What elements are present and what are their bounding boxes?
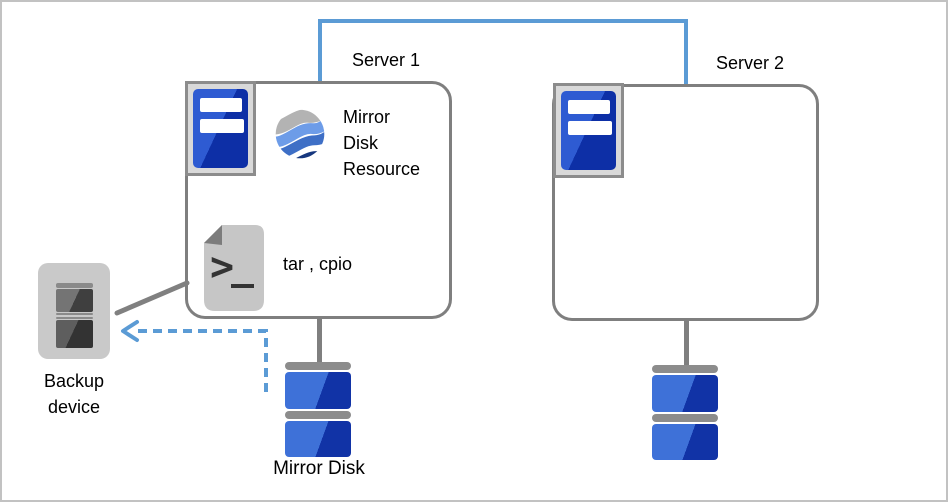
- interconnect-line-horizontal: [318, 19, 688, 23]
- interconnect-line-left: [318, 19, 322, 81]
- mirror-disk-stack-icon: [285, 362, 351, 457]
- backup-connector-line: [114, 280, 190, 316]
- mirror-disk-resource-label: Mirror Disk Resource: [343, 107, 421, 179]
- backup-device-label: Backup device: [43, 371, 105, 417]
- backup-device-icon: [38, 263, 110, 359]
- interconnect-line-right: [684, 19, 688, 85]
- server1-label: Server 1: [351, 50, 421, 70]
- server2-label: Server 2: [715, 53, 785, 73]
- server-tower-body: [561, 91, 616, 170]
- restore-dashed-arrow: [121, 320, 268, 392]
- command-label: tar , cpio: [283, 254, 353, 274]
- server-tower-icon: [185, 81, 256, 176]
- mirror-disk-label: Mirror Disk: [273, 458, 365, 479]
- server-tower-body: [193, 89, 248, 168]
- server-tower-icon: [553, 83, 624, 178]
- disk-connector-line: [684, 320, 689, 367]
- terminal-script-icon: >: [204, 225, 264, 311]
- mirror-disk-resource-icon: [275, 109, 325, 159]
- disk-connector-line: [317, 318, 322, 363]
- svg-text:>: >: [210, 244, 234, 290]
- mirror-disk-stack-icon: [652, 365, 718, 460]
